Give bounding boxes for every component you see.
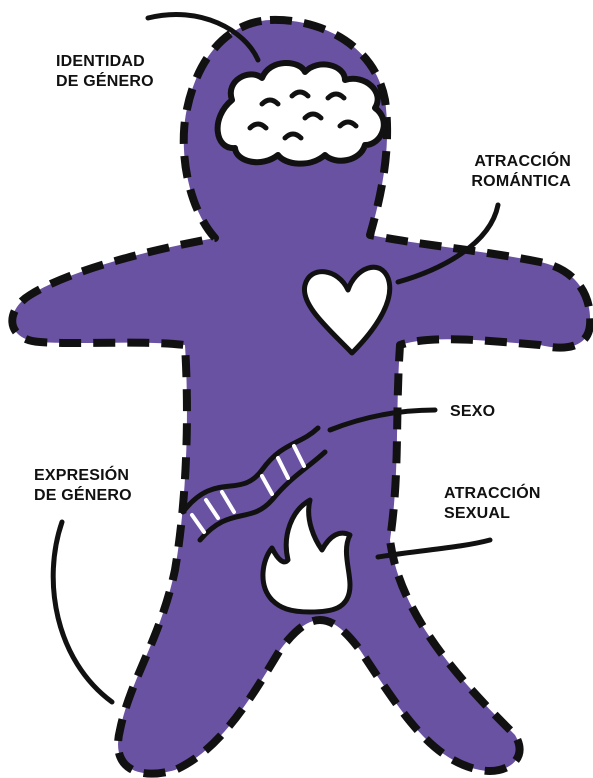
label-sexual-attraction-line2: SEXUAL [444, 504, 541, 524]
label-sex: SEXO [450, 402, 495, 422]
label-gender-identity-line2: DE GÉNERO [56, 72, 154, 92]
label-sexual-attraction: ATRACCIÓN SEXUAL [444, 484, 541, 524]
label-sex-line1: SEXO [450, 402, 495, 422]
label-sexual-attraction-line1: ATRACCIÓN [444, 484, 541, 504]
label-romantic-attraction-line2: ROMÁNTICA [471, 172, 571, 192]
connector-gender-expression [53, 522, 112, 702]
label-gender-identity: IDENTIDAD DE GÉNERO [56, 52, 154, 92]
label-gender-identity-line1: IDENTIDAD [56, 52, 154, 72]
brain-icon [218, 63, 384, 164]
label-gender-expression: EXPRESIÓN DE GÉNERO [34, 466, 132, 506]
label-gender-expression-line1: EXPRESIÓN [34, 466, 132, 486]
label-romantic-attraction: ATRACCIÓN ROMÁNTICA [471, 152, 571, 192]
label-gender-expression-line2: DE GÉNERO [34, 486, 132, 506]
label-romantic-attraction-line1: ATRACCIÓN [471, 152, 571, 172]
